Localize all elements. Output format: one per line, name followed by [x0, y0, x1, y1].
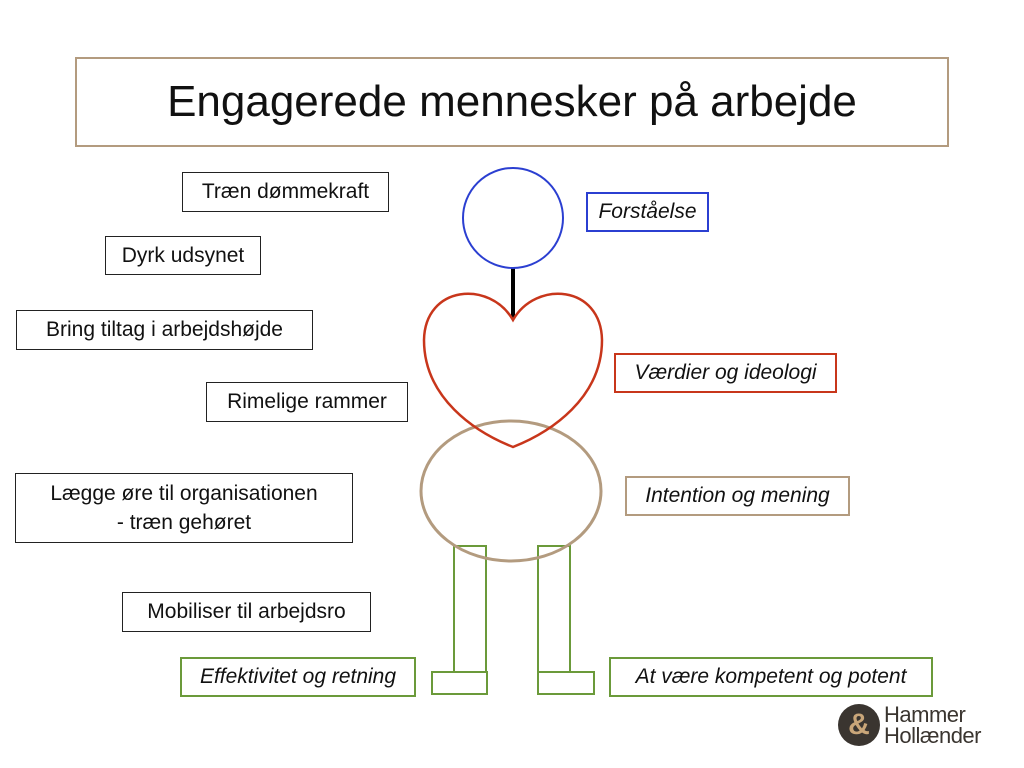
label-mobiliser: Mobiliser til arbejdsro — [122, 592, 371, 632]
label-kompetent: At være kompetent og potent — [609, 657, 933, 697]
label-dyrk-udsynet: Dyrk udsynet — [105, 236, 261, 275]
right-foot — [537, 671, 595, 695]
label-vaerdier: Værdier og ideologi — [614, 353, 837, 393]
label-intention: Intention og mening — [625, 476, 850, 516]
label-laegge-ore: Lægge øre til organisationen - træn gehø… — [15, 473, 353, 543]
right-leg — [537, 545, 571, 673]
logo-line1: Hammer — [884, 702, 966, 727]
label-effektivitet: Effektivitet og retning — [180, 657, 416, 697]
logo-line2: Hollænder — [884, 723, 982, 748]
label-traen-dommekraft: Træn dømmekraft — [182, 172, 389, 212]
left-leg — [453, 545, 487, 673]
label-bring-tiltag: Bring tiltag i arbejdshøjde — [16, 310, 313, 350]
head-circle — [462, 167, 564, 269]
label-laegge-ore-line2: - træn gehøret — [116, 511, 252, 534]
page-title: Engagerede mennesker på arbejde — [75, 57, 949, 147]
belly-ellipse — [419, 419, 603, 563]
heart-shape — [422, 292, 604, 449]
hammer-hollaender-logo: & Hammer Hollænder — [838, 700, 1018, 750]
left-foot — [431, 671, 488, 695]
label-laegge-ore-line1: Lægge øre til organisationen — [50, 482, 318, 505]
label-rimelige-rammer: Rimelige rammer — [206, 382, 408, 422]
logo-text: Hammer Hollænder — [884, 702, 982, 748]
ampersand-logo-icon: & — [838, 704, 880, 746]
label-forstaaelse: Forståelse — [586, 192, 709, 232]
